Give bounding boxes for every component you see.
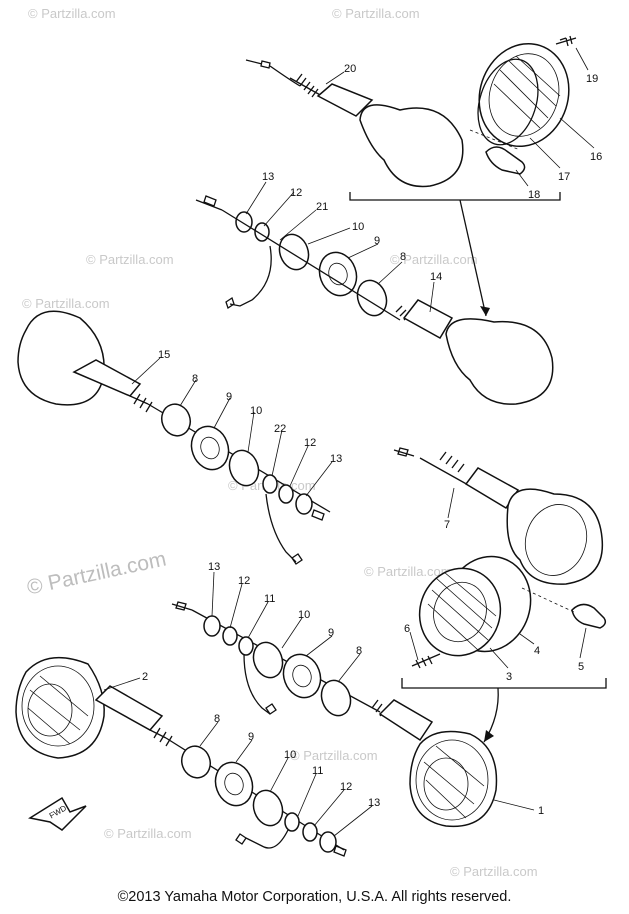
callout-1: 1 <box>538 805 544 817</box>
watermark: © Partzilla.com <box>104 826 192 841</box>
signal-7-assembly <box>393 447 607 743</box>
callout-17: 17 <box>558 171 570 183</box>
signal-14-hardware <box>195 195 554 405</box>
callout-12: 12 <box>238 575 250 587</box>
callout-19: 19 <box>586 73 598 85</box>
signal-15-assembly <box>17 310 331 565</box>
callout-18: 18 <box>528 189 540 201</box>
callout-10: 10 <box>284 749 296 761</box>
callout-3: 3 <box>506 671 512 683</box>
watermark: © Partzilla.com <box>28 6 116 21</box>
callout-5: 5 <box>578 661 584 673</box>
callout-15: 15 <box>158 349 170 361</box>
watermark: © Partzilla.com <box>450 864 538 879</box>
callout-11: 11 <box>264 593 275 605</box>
callout-7: 7 <box>444 519 450 531</box>
callout-10: 10 <box>352 221 364 233</box>
watermark: © Partzilla.com <box>390 252 478 267</box>
watermark: © Partzilla.com <box>332 6 420 21</box>
callout-numbers: 20 19 16 17 18 13 12 21 10 9 8 14 15 8 9… <box>142 63 602 817</box>
callout-13: 13 <box>330 453 342 465</box>
copyright-notice: ©2013 Yamaha Motor Corporation, U.S.A. A… <box>117 889 512 905</box>
callout-13: 13 <box>368 797 380 809</box>
signal-2-assembly: FWD <box>15 656 347 857</box>
callout-21: 21 <box>316 201 328 213</box>
callout-9: 9 <box>374 235 380 247</box>
watermark: © Partzilla.com <box>22 296 110 311</box>
watermark: © Partzilla.com <box>86 252 174 267</box>
callout-9: 9 <box>226 391 232 403</box>
callout-14: 14 <box>430 271 442 283</box>
callout-13: 13 <box>208 561 220 573</box>
callout-13: 13 <box>262 171 274 183</box>
callout-leaders <box>103 47 595 837</box>
callout-8: 8 <box>192 373 198 385</box>
callout-12: 12 <box>304 437 316 449</box>
watermark: © Partzilla.com <box>364 564 452 579</box>
callout-20: 20 <box>344 63 356 75</box>
signal-1-assembly <box>171 601 498 828</box>
callout-6: 6 <box>404 623 410 635</box>
callout-12: 12 <box>290 187 302 199</box>
callout-11: 11 <box>312 765 323 777</box>
callout-10: 10 <box>250 405 262 417</box>
top-signal-assembly <box>245 35 577 317</box>
callout-9: 9 <box>248 731 254 743</box>
callout-12: 12 <box>340 781 352 793</box>
callout-10: 10 <box>298 609 310 621</box>
watermark: © Partzilla.com <box>290 748 378 763</box>
callout-2: 2 <box>142 671 148 683</box>
callout-22: 22 <box>274 423 286 435</box>
callout-8: 8 <box>400 251 406 263</box>
callout-8: 8 <box>214 713 220 725</box>
callout-16: 16 <box>590 151 602 163</box>
callout-4: 4 <box>534 645 540 657</box>
callout-8: 8 <box>356 645 362 657</box>
callout-9: 9 <box>328 627 334 639</box>
